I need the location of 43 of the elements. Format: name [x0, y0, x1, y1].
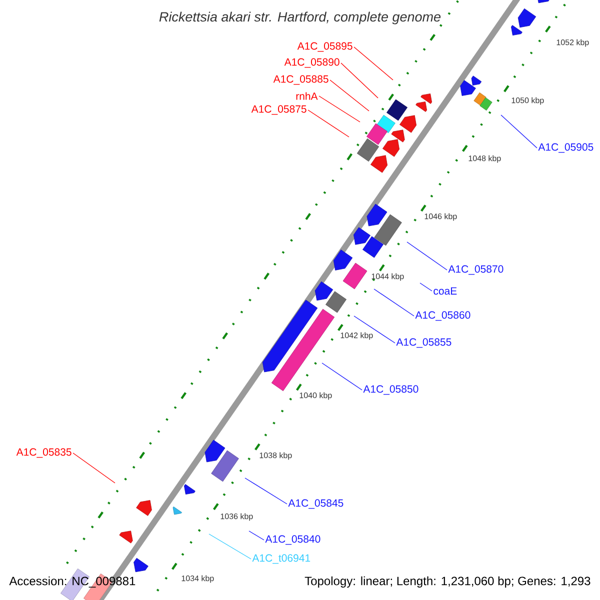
leader-line [500, 114, 538, 148]
gene-label: A1C_05855 [396, 338, 452, 348]
gene-label: A1C_05905 [538, 143, 594, 153]
gene-label: A1C_05895 [297, 42, 352, 52]
gene-label: rnhA [296, 92, 318, 100]
leader-line [340, 62, 378, 98]
leader-line [322, 362, 362, 390]
scale-label: 1050 kbp [512, 97, 544, 105]
gene-label: A1C_05850 [363, 385, 418, 395]
leader-line [354, 46, 394, 80]
gene-label: A1C_05890 [284, 58, 340, 68]
leader-line [318, 96, 360, 122]
scale-label: 1040 kbp [300, 392, 332, 400]
gene-label: A1C_05860 [415, 311, 470, 321]
gene-label: A1C_t06941 [252, 554, 310, 564]
gene-label: A1C_05875 [251, 105, 306, 115]
scale-label: 1046 kbp [424, 213, 457, 221]
scale-label: 1044 kbp [372, 273, 404, 281]
leader-line [72, 452, 116, 484]
scale-label: 1052 kbp [556, 39, 589, 47]
leader-line [420, 282, 432, 292]
gene-label: A1C_05870 [448, 265, 504, 275]
leader-line [406, 242, 448, 270]
leader-line [330, 80, 370, 112]
leader-line [374, 288, 414, 316]
gene-label: A1C_05845 [288, 499, 344, 509]
scale-label: 1036 kbp [220, 513, 253, 521]
leader-line [354, 316, 396, 344]
leader-line [248, 530, 264, 540]
info-text: Topology: linear; Length: 1,231,060 bp; Genes: 1,293 [304, 576, 590, 588]
info-text: Accession: NC_009881 [9, 576, 136, 588]
gene-label: coaE [434, 287, 457, 295]
gene-label: A1C_05840 [265, 535, 320, 545]
scale-label: 1038 kbp [260, 452, 292, 460]
title: Rickettsia akari str. Hartford, complete genome [159, 12, 441, 24]
scale-label: 1042 kbp [340, 332, 373, 340]
scale-label: 1034 kbp [182, 575, 214, 583]
leader-line [308, 110, 350, 138]
gene-label: A1C_05885 [273, 75, 328, 85]
leader-line [244, 478, 288, 504]
gene-label: A1C_05835 [16, 448, 72, 458]
leader-line [208, 534, 252, 560]
scale-label: 1048 kbp [468, 155, 501, 163]
